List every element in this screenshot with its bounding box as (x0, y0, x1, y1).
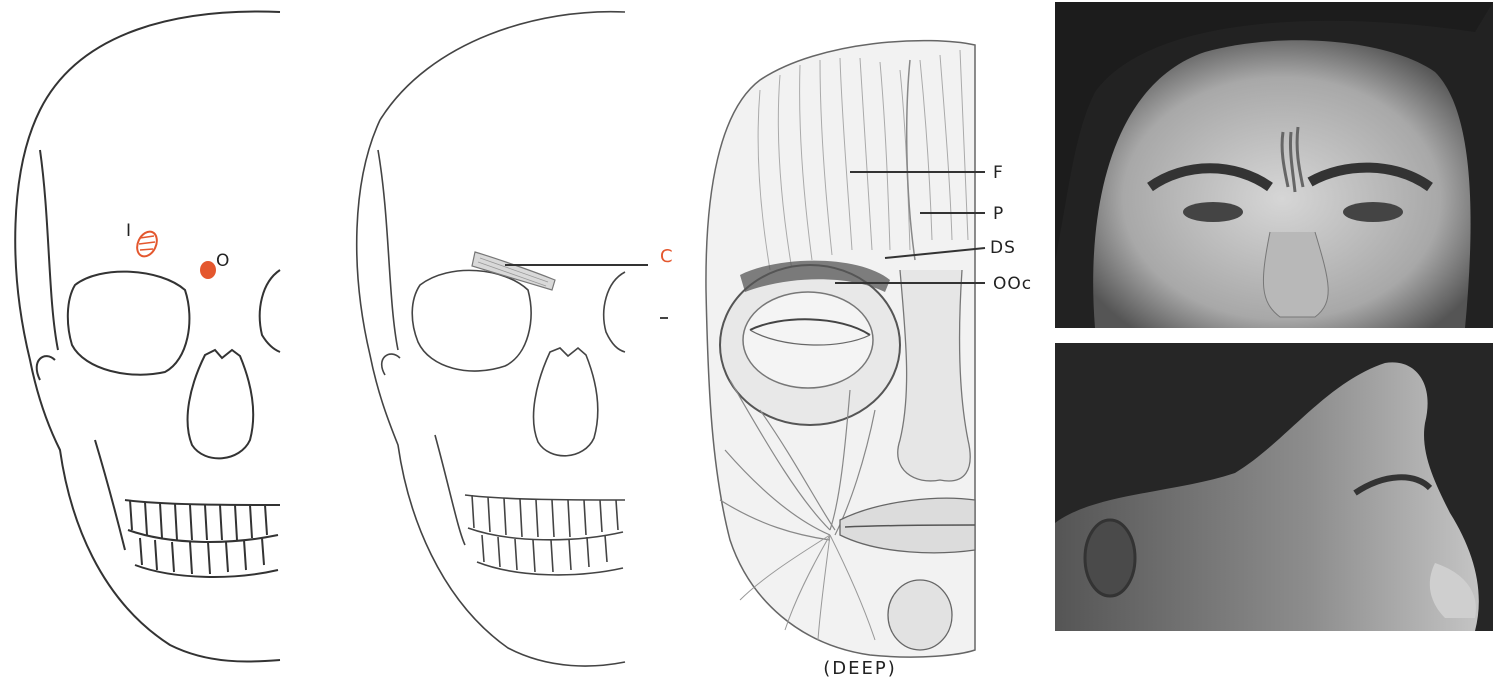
side-profile-image (1055, 343, 1493, 631)
insertion-label: I (126, 221, 132, 241)
frowning-face-photo (1055, 2, 1493, 328)
origin-marker (200, 261, 216, 279)
orbicularis-oculi-label: OOc (993, 274, 1032, 294)
skull-origin-insertion-panel: I O (0, 0, 300, 688)
skull-muscle-panel: C (340, 0, 700, 688)
muscle-c-label: C (660, 246, 673, 267)
origin-label: O (216, 251, 230, 271)
side-profile-photo (1055, 343, 1493, 631)
facial-muscles-panel: F P DS OOc (700, 30, 1060, 660)
deep-caption: (DEEP) (780, 658, 940, 679)
insertion-marker (133, 228, 160, 259)
frontalis-label: F (993, 163, 1004, 183)
frowning-face-image (1055, 2, 1493, 328)
skull-drawing-2: C (340, 0, 700, 688)
skull-drawing-1: I O (0, 0, 300, 688)
facial-muscles-illustration: F P DS OOc (700, 30, 1060, 660)
procerus-label: P (993, 204, 1004, 224)
depressor-supercilii-label: DS (990, 238, 1016, 258)
